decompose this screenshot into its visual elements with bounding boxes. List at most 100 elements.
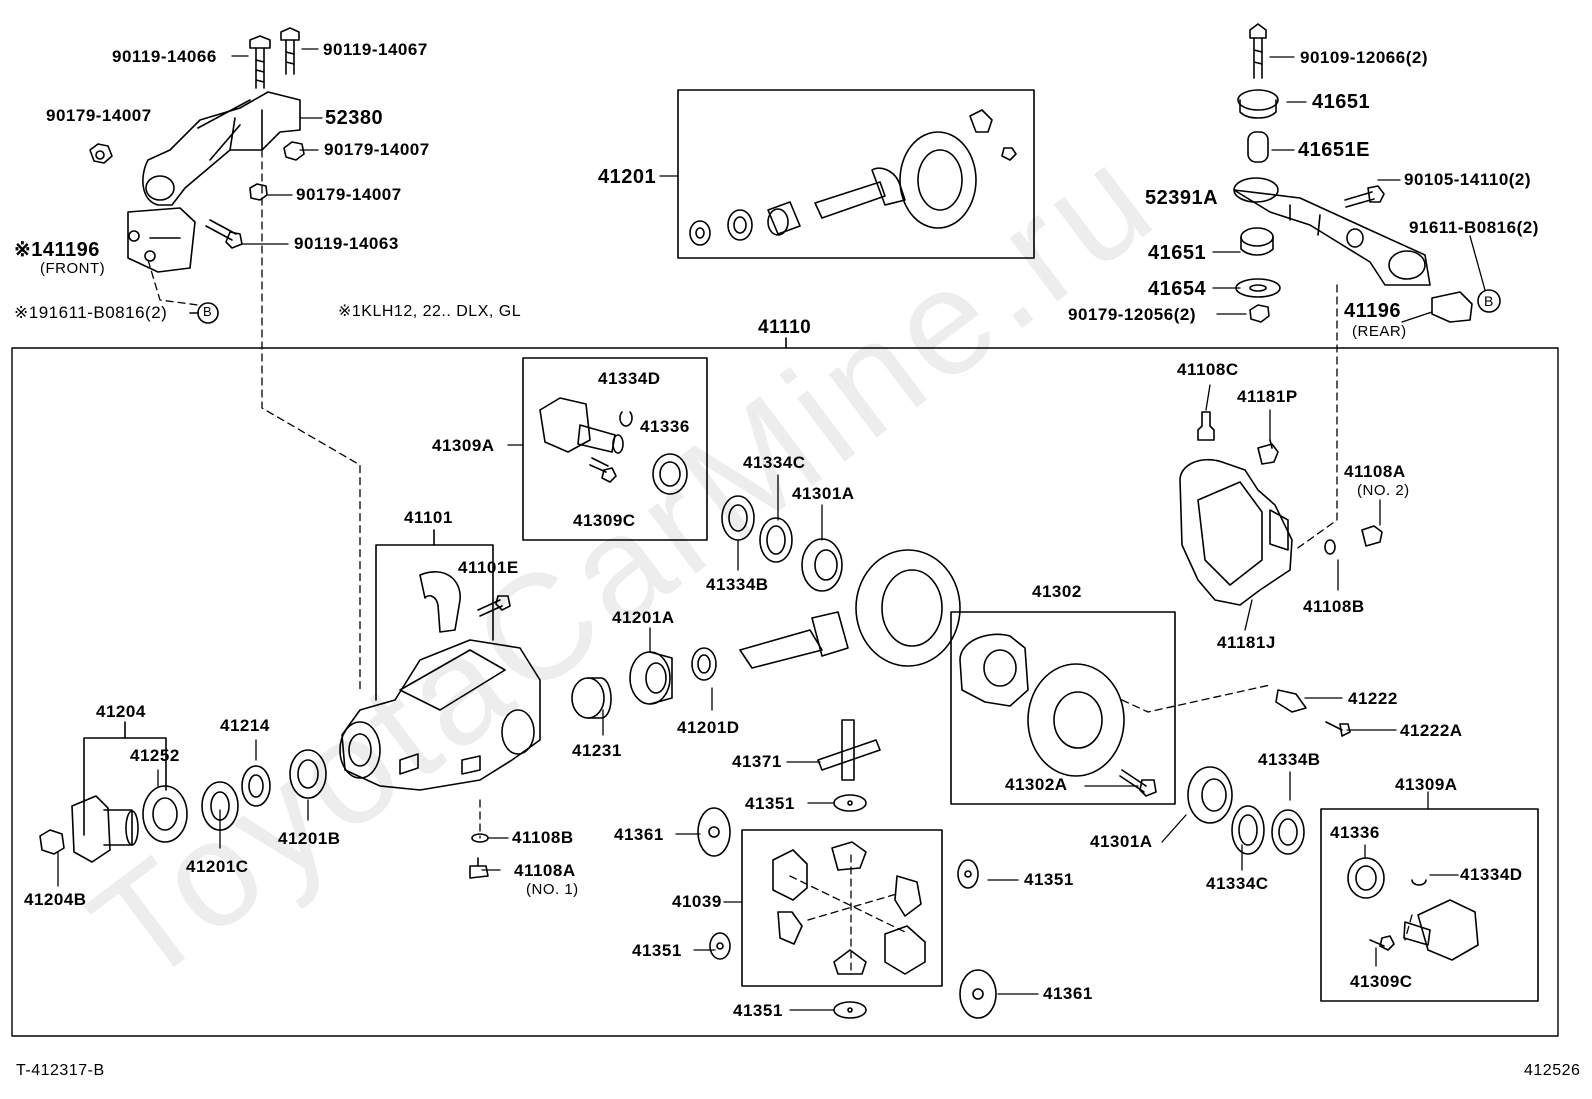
callout-41101e[interactable]: 41101E xyxy=(458,558,519,577)
callout-41336-bottom[interactable]: 41336 xyxy=(1330,823,1380,842)
callout-91611-b0816-rear[interactable]: 91611-B0816(2) xyxy=(1409,218,1539,237)
callout-41361-left[interactable]: 41361 xyxy=(614,825,664,844)
callout-41222[interactable]: 41222 xyxy=(1348,689,1398,708)
callout-41201[interactable]: 41201 xyxy=(598,166,657,188)
callout-41302[interactable]: 41302 xyxy=(1032,582,1082,601)
seal-41336-bottom xyxy=(1347,857,1385,899)
callout-41301a-bottom[interactable]: 41301A xyxy=(1090,832,1153,851)
callout-41651-top[interactable]: 41651 xyxy=(1312,91,1371,113)
nut-41204b xyxy=(39,829,65,855)
callout-90119-14067[interactable]: 90119-14067 xyxy=(323,40,428,59)
callout-90179-14007-a[interactable]: 90179-14007 xyxy=(46,106,152,125)
callout-41101[interactable]: 41101 xyxy=(404,508,453,527)
footer-illustration-number: 412526 xyxy=(1524,1062,1581,1079)
callout-41336-top[interactable]: 41336 xyxy=(640,417,690,436)
callout-41204b[interactable]: 41204B xyxy=(24,890,87,909)
callout-90119-14066[interactable]: 90119-14066 xyxy=(112,47,217,66)
callout-41108c[interactable]: 41108C xyxy=(1177,360,1239,379)
callout-41651-mid[interactable]: 41651 xyxy=(1148,242,1207,264)
callout-rear-note: (REAR) xyxy=(1352,323,1407,340)
snap-ring-41334d-top xyxy=(619,411,633,427)
bearing-41201c xyxy=(201,781,239,831)
callout-90179-14007-c[interactable]: 90179-14007 xyxy=(296,185,402,204)
callout-90179-12056[interactable]: 90179-12056(2) xyxy=(1068,305,1196,324)
callout-41334c-top[interactable]: 41334C xyxy=(743,453,806,472)
box-41309a-top xyxy=(522,357,708,541)
washer-41361-left xyxy=(697,807,731,857)
callout-41371[interactable]: 41371 xyxy=(732,752,782,771)
washer-41361-right xyxy=(959,969,997,1019)
pinion-shaft-41371 xyxy=(817,719,881,781)
callout-41302a[interactable]: 41302A xyxy=(1005,775,1068,794)
callout-41201c[interactable]: 41201C xyxy=(186,857,249,876)
callout-41351-a[interactable]: 41351 xyxy=(745,794,795,813)
mount-bracket-52380 xyxy=(142,91,301,206)
callout-90179-14007-b[interactable]: 90179-14007 xyxy=(324,140,430,159)
bearing-41301a-top xyxy=(801,538,843,592)
callout-41351-d[interactable]: 41351 xyxy=(733,1001,783,1020)
callout-41351-b[interactable]: 41351 xyxy=(1024,870,1074,889)
callout-41039[interactable]: 41039 xyxy=(672,892,722,911)
seal-41252 xyxy=(142,785,188,843)
bolt-90119-14063 xyxy=(205,219,243,249)
callout-41201b[interactable]: 41201B xyxy=(278,829,341,848)
seal-41336-top xyxy=(652,453,688,495)
callout-41361-right[interactable]: 41361 xyxy=(1043,984,1093,1003)
carrier-cover-41181j xyxy=(1179,458,1293,606)
callout-41222a[interactable]: 41222A xyxy=(1400,721,1463,740)
callout-41108a-no1[interactable]: 41108A xyxy=(514,861,576,880)
callout-41334d-bottom[interactable]: 41334D xyxy=(1460,865,1523,884)
support-arm-52391a xyxy=(1233,177,1431,286)
callout-52391a[interactable]: 52391A xyxy=(1145,187,1219,209)
callout-front-note: (FRONT) xyxy=(40,260,106,277)
bolt-90119-14066 xyxy=(249,35,271,89)
callout-no1-note: (NO. 1) xyxy=(526,881,579,898)
callout-41201a[interactable]: 41201A xyxy=(612,608,675,627)
callout-41334d-top[interactable]: 41334D xyxy=(598,369,661,388)
callout-41181p[interactable]: 41181P xyxy=(1237,387,1298,406)
shim-41334b-top xyxy=(721,495,755,541)
callout-41309a-top[interactable]: 41309A xyxy=(432,436,495,455)
callout-41334b-bottom[interactable]: 41334B xyxy=(1258,750,1321,769)
callout-41309c-bottom[interactable]: 41309C xyxy=(1350,972,1413,991)
callout-41201d[interactable]: 41201D xyxy=(677,718,740,737)
nut-90179-14007-a xyxy=(89,143,113,164)
bolt-41309c-bottom xyxy=(1369,935,1395,951)
callout-41334b-top[interactable]: 41334B xyxy=(706,575,769,594)
callout-41196[interactable]: 41196 xyxy=(1344,300,1402,322)
callout-41309a-bottom[interactable]: 41309A xyxy=(1395,775,1458,794)
callout-141196[interactable]: ※141196 xyxy=(14,239,100,261)
collar-41651e xyxy=(1247,131,1269,163)
callout-41231[interactable]: 41231 xyxy=(572,741,622,760)
companion-flange-41204 xyxy=(71,795,139,863)
differential-gear-kit-41039 xyxy=(772,841,926,975)
bearing-41201b xyxy=(289,749,327,799)
bolt-41101e xyxy=(477,595,511,617)
callout-41654[interactable]: 41654 xyxy=(1148,278,1207,300)
callout-41252[interactable]: 41252 xyxy=(130,746,180,765)
callout-41108b-right[interactable]: 41108B xyxy=(1303,597,1365,616)
callout-41181j[interactable]: 41181J xyxy=(1217,633,1276,652)
callout-90109-12066[interactable]: 90109-12066(2) xyxy=(1300,48,1428,67)
callout-41351-c[interactable]: 41351 xyxy=(632,941,682,960)
nut-90179-12056 xyxy=(1249,304,1270,323)
vent-plug-41181p xyxy=(1257,439,1279,465)
callout-41301a-top[interactable]: 41301A xyxy=(792,484,855,503)
callout-41108b-left[interactable]: 41108B xyxy=(512,828,574,847)
callout-41204[interactable]: 41204 xyxy=(96,702,146,721)
callout-90119-14063[interactable]: 90119-14063 xyxy=(294,234,399,253)
callout-41651e[interactable]: 41651E xyxy=(1298,139,1370,161)
applicability-note: ※1KLH12, 22.. DLX, GL xyxy=(338,303,522,320)
callout-41214[interactable]: 41214 xyxy=(220,716,270,735)
cushion-41651-mid xyxy=(1240,227,1274,256)
callout-41110[interactable]: 41110 xyxy=(758,317,812,338)
callout-41309c-top[interactable]: 41309C xyxy=(573,511,636,530)
spacer-41334c-bottom xyxy=(1231,805,1265,855)
callout-52380[interactable]: 52380 xyxy=(325,107,384,129)
callout-90105-14110[interactable]: 90105-14110(2) xyxy=(1404,170,1532,189)
collapsible-spacer-41231 xyxy=(571,677,612,719)
callout-41108a-no2[interactable]: 41108A xyxy=(1344,462,1406,481)
callout-41334c-bottom[interactable]: 41334C xyxy=(1206,874,1269,893)
callout-91611-b0816-front[interactable]: ※191611-B0816(2) xyxy=(14,303,168,322)
